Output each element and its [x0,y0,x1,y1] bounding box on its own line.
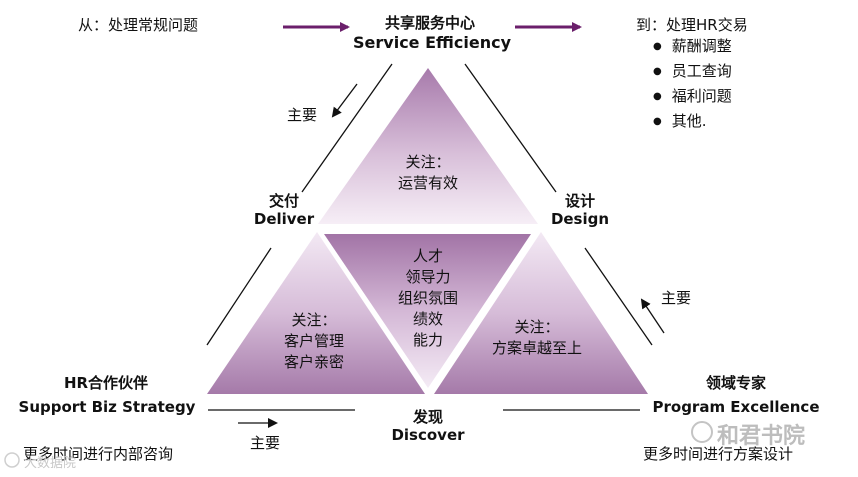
to-label: 到：处理HR交易 [636,16,748,34]
expert-en: Program Excellence [652,398,820,416]
to-item: 员工查询 [653,60,732,85]
watermark-logo-icon [691,421,713,443]
hrbp-cn: HR合作伙伴 [63,374,149,392]
center-triangle-text: 人才 领导力 组织氛围 绩效 能力 [398,246,458,351]
frame-line-top-right [464,63,557,193]
main-label-right: 主要 [661,289,692,307]
left-triangle-line3: 客户亲密 [283,353,345,371]
to-item: 薪酬调整 [653,35,732,60]
right-triangle-text: 关注： 方案卓越至上 [492,317,582,359]
frame-line-left [206,247,272,346]
center-item: 领导力 [405,268,451,286]
arrow-main-right [640,298,665,334]
deliver-cn: 交付 [268,192,300,210]
from-label: 从：处理常规问题 [78,16,199,34]
center-item: 能力 [412,331,444,349]
top-triangle [318,68,538,224]
discover-cn: 发现 [412,408,444,426]
watermark-corner: 大数据院 [24,456,77,471]
right-triangle-line2: 方案卓越至上 [491,339,583,357]
to-item: 其他. [653,110,732,135]
design-cn: 设计 [564,192,596,210]
hrbp-en: Support Biz Strategy [18,398,196,416]
left-triangle-line2: 客户管理 [283,332,345,350]
main-label-top-left: 主要 [287,106,318,124]
frame-line-right [584,247,653,346]
deliver-en: Deliver [253,210,315,228]
design-en: Design [550,210,610,228]
to-items-list: 薪酬调整 员工查询 福利问题 其他. [653,35,732,135]
center-item: 人才 [412,247,444,265]
service-center-cn: 共享服务中心 [384,14,476,32]
left-triangle-line1: 关注： [291,311,337,329]
watermark-brand: 和君书院 [717,424,806,449]
top-triangle-line1: 关注： [405,153,451,171]
right-triangle-line1: 关注： [514,318,560,336]
hrbp-note: 更多时间进行内部咨询 [23,445,174,463]
left-triangle [207,232,425,394]
frame-line-top-left [301,63,393,193]
main-label-bottom: 主要 [250,434,281,452]
center-item: 绩效 [412,310,444,328]
center-item: 组织氛围 [397,289,459,307]
expert-note: 更多时间进行方案设计 [643,445,794,463]
to-item: 福利问题 [653,85,732,110]
expert-cn: 领域专家 [705,374,767,392]
arrow-main-top-left [331,83,358,118]
right-triangle [434,232,648,394]
left-triangle-text: 关注： 客户管理 客户亲密 [284,310,344,373]
discover-en: Discover [391,426,465,444]
top-triangle-line2: 运营有效 [397,174,459,192]
service-center-en: Service Efficiency [353,33,511,52]
watermark-corner-icon [4,452,20,468]
top-triangle-text: 关注： 运营有效 [398,152,458,194]
center-triangle [324,234,531,388]
